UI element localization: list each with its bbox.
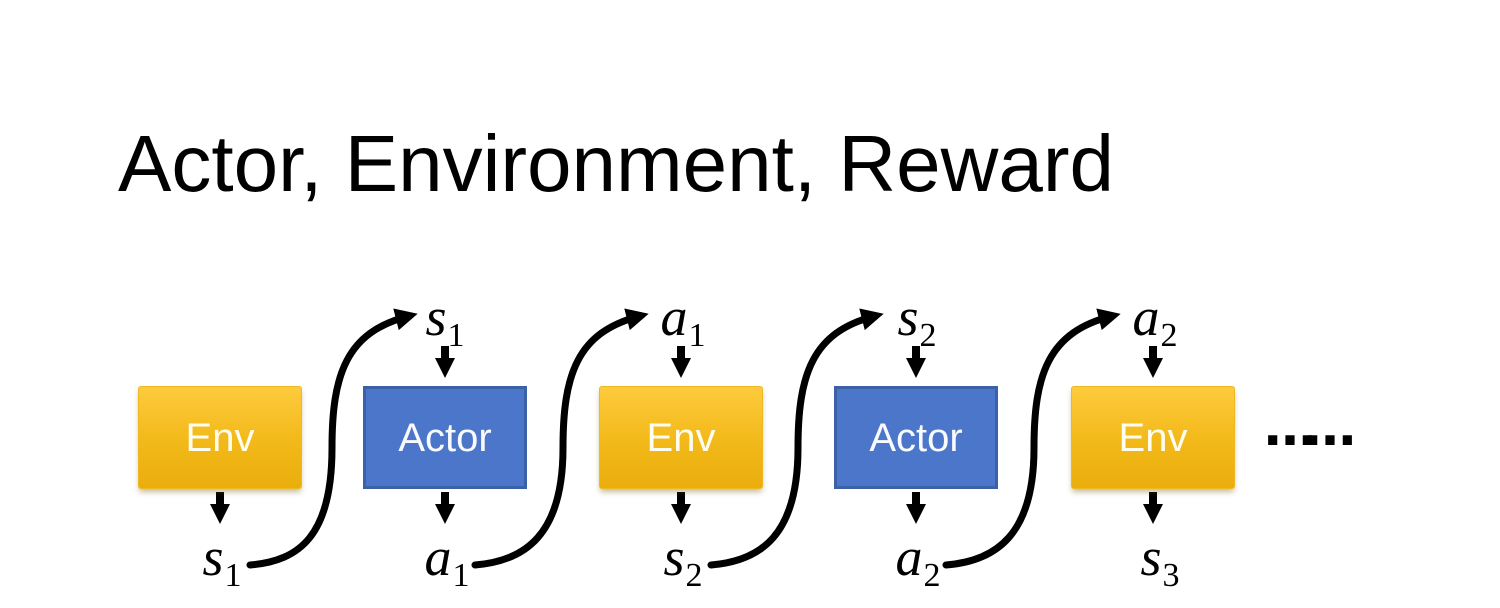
label-s2-bottom: s2 bbox=[663, 527, 703, 594]
actor-box-2-label: Actor bbox=[869, 415, 963, 460]
env-box-3-label: Env bbox=[1118, 415, 1188, 460]
label-a1-top: a1 bbox=[660, 287, 706, 354]
env-box-1: Env bbox=[138, 386, 302, 489]
label-a1-bottom: a1 bbox=[424, 527, 470, 594]
actor-box-1: Actor bbox=[363, 386, 527, 489]
env-box-2-label: Env bbox=[646, 415, 716, 460]
env-box-2: Env bbox=[599, 386, 763, 489]
slide-title: Actor, Environment, Reward bbox=[118, 119, 1114, 208]
label-s1-top: s1 bbox=[425, 287, 465, 354]
env-box-1-label: Env bbox=[185, 415, 255, 460]
label-a2-bottom: a2 bbox=[895, 527, 941, 594]
label-s2-top: s2 bbox=[897, 287, 937, 354]
actor-box-1-label: Actor bbox=[398, 415, 492, 460]
label-s1-bottom: s1 bbox=[202, 527, 242, 594]
actor-box-2: Actor bbox=[834, 386, 998, 489]
label-s3-bottom: s3 bbox=[1140, 527, 1180, 594]
continuation-ellipsis: …… bbox=[1264, 398, 1356, 458]
env-box-3: Env bbox=[1071, 386, 1235, 489]
label-a2-top: a2 bbox=[1132, 287, 1178, 354]
